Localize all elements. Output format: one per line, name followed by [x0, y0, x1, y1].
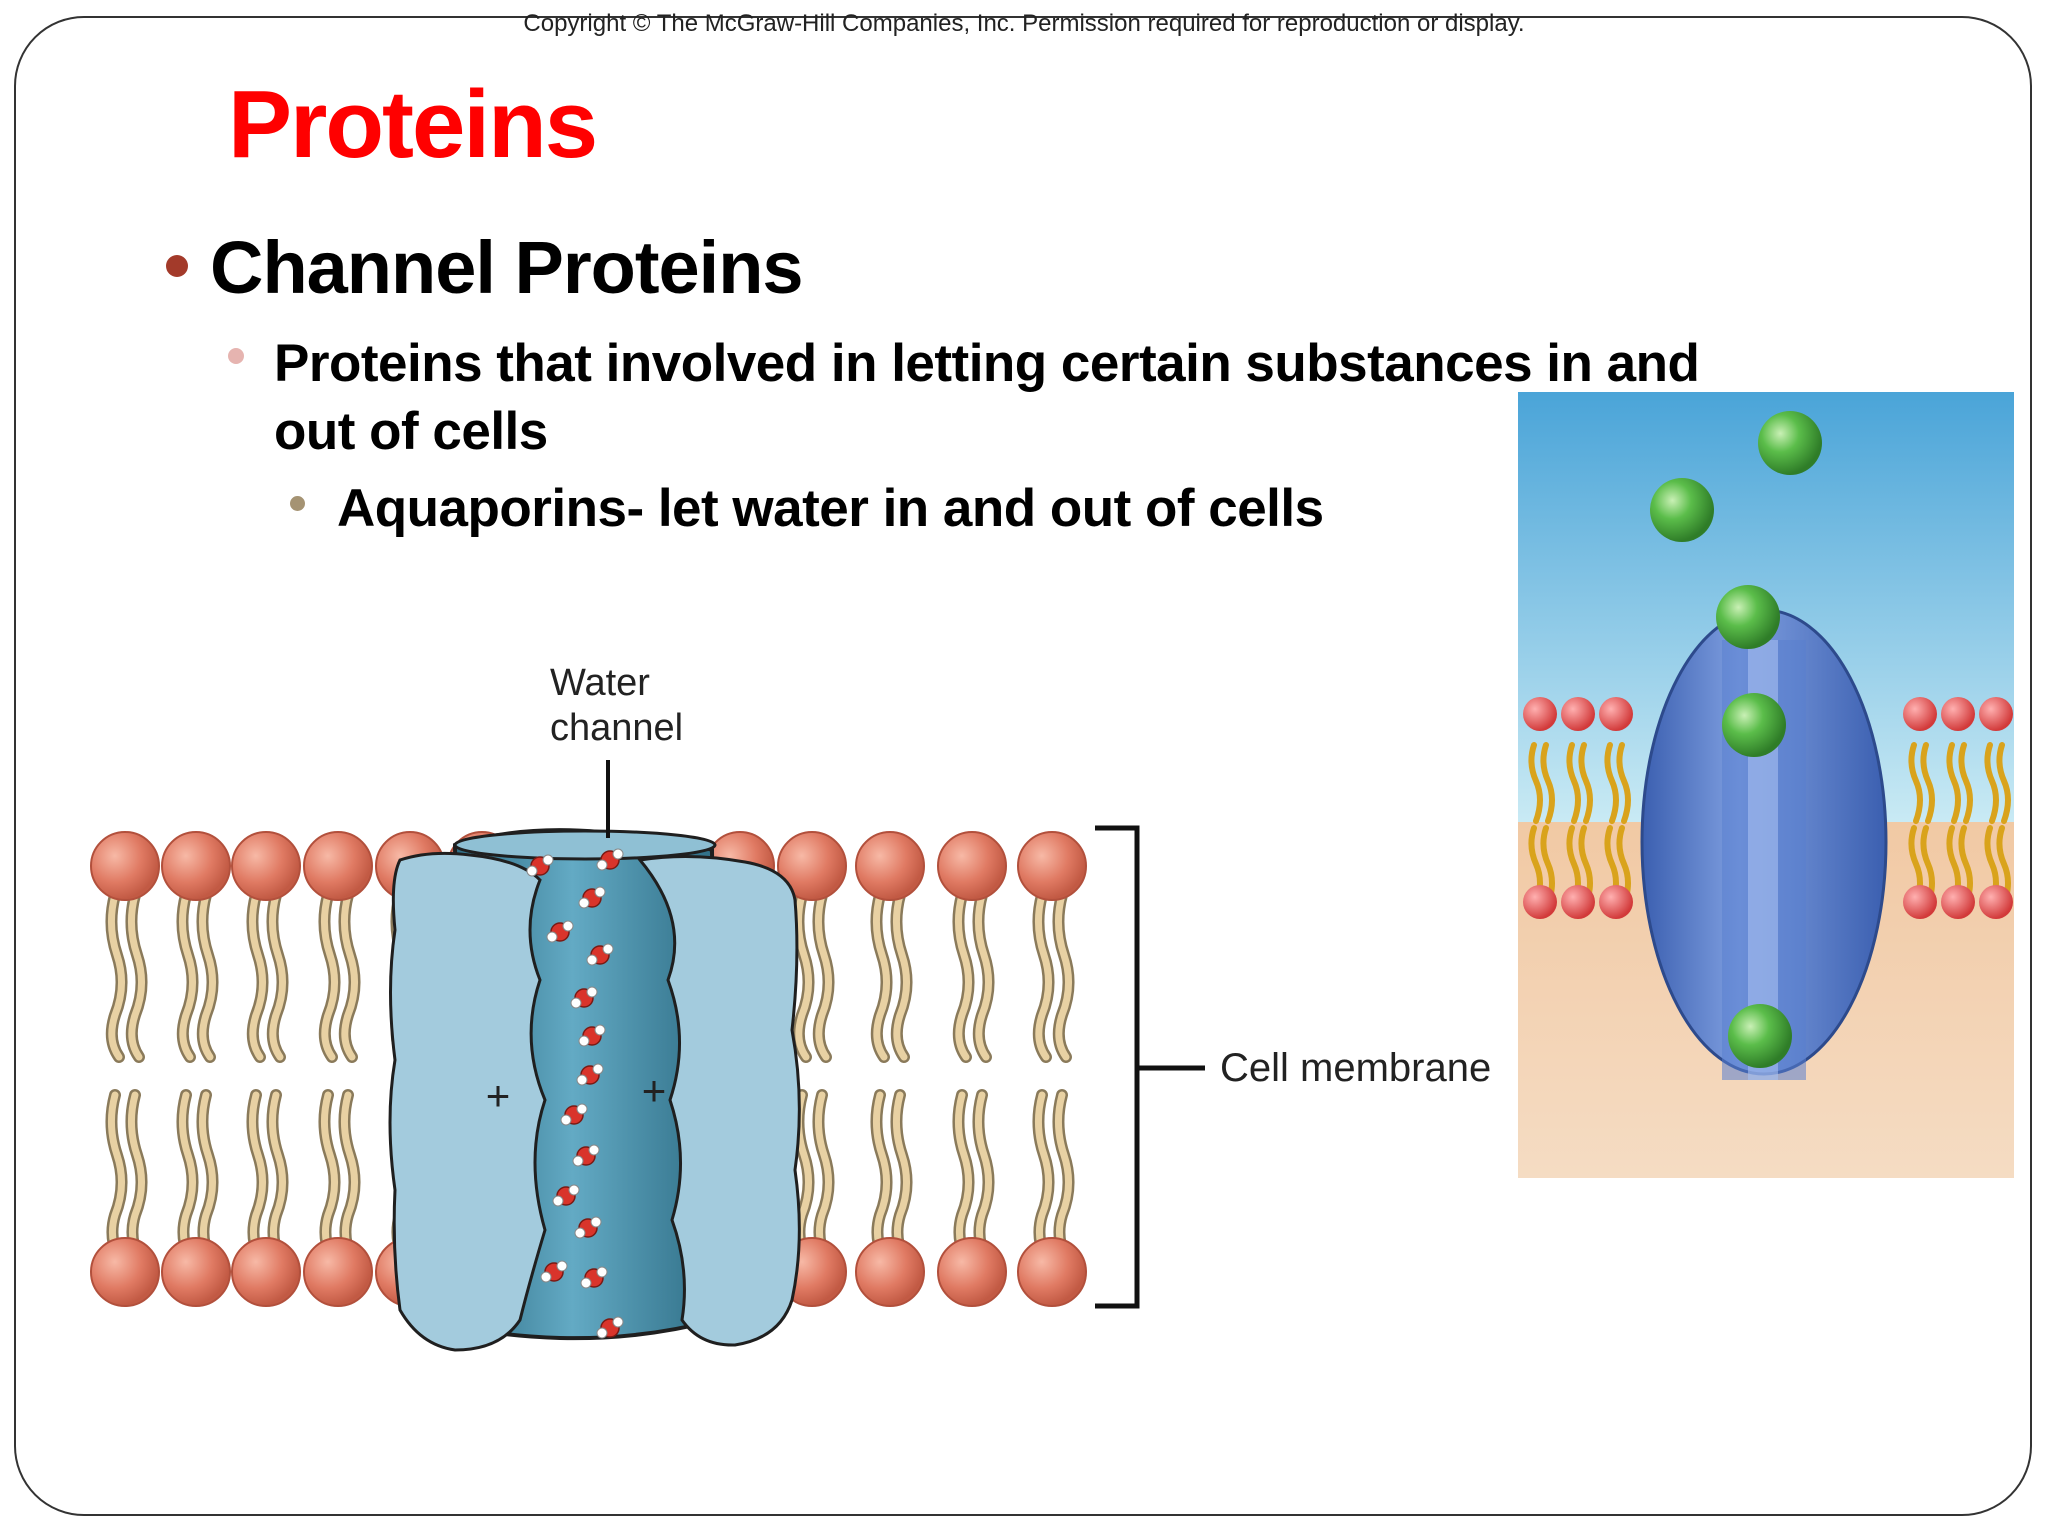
phospholipid-head	[1599, 885, 1633, 919]
phospholipid-head	[1523, 885, 1557, 919]
phospholipid-head	[161, 1237, 231, 1307]
bullet-text-channel-proteins: Channel Proteins	[210, 226, 804, 309]
solute-particle	[1758, 411, 1822, 475]
copyright-notice: Copyright © The McGraw-Hill Companies, I…	[523, 10, 1525, 37]
cell-membrane-label: Cell membrane	[1220, 1046, 1491, 1090]
solute-particle	[1722, 693, 1786, 757]
phospholipid-head	[1941, 885, 1975, 919]
water-molecule	[578, 1024, 606, 1047]
water-molecule	[580, 1266, 608, 1289]
water-molecule	[560, 1103, 588, 1126]
phospholipid-head	[855, 831, 925, 901]
cell-membrane-bracket	[1095, 825, 1205, 1309]
phospholipid-head	[937, 1237, 1007, 1307]
water-molecule	[546, 920, 574, 943]
phospholipid-head	[777, 831, 847, 901]
phospholipid-head	[303, 831, 373, 901]
solute-particle	[1728, 1004, 1792, 1068]
phospholipid-head	[1561, 697, 1595, 731]
phospholipid-head	[1979, 885, 2013, 919]
water-molecule	[570, 986, 598, 1009]
water-molecule	[574, 1216, 602, 1239]
water-channel-label-line1: Water	[550, 662, 650, 704]
solute-particle	[1650, 478, 1714, 542]
phospholipid-head	[1941, 697, 1975, 731]
phospholipid-head	[231, 831, 301, 901]
water-molecule	[596, 848, 624, 871]
bullet-text-definition: Proteins that involved in letting certai…	[274, 334, 1700, 461]
water-molecule	[572, 1144, 600, 1167]
phospholipid-head	[855, 1237, 925, 1307]
phospholipid-head	[303, 1237, 373, 1307]
water-molecule	[596, 1316, 624, 1339]
phospholipid-head	[1561, 885, 1595, 919]
bullet-level-3: Aquaporins- let water in and out of cell…	[290, 478, 1324, 539]
phospholipid-head	[90, 831, 160, 901]
bullet-dot-icon	[166, 255, 188, 277]
phospholipid-head	[1979, 697, 2013, 731]
bullet-dot-icon	[290, 496, 305, 511]
slide-title: Proteins	[228, 71, 598, 178]
phospholipid-head	[937, 831, 1007, 901]
water-molecule	[586, 943, 614, 966]
bullet-level-1: Channel Proteins	[166, 225, 804, 310]
plus-sign-right: +	[642, 1067, 667, 1114]
water-molecule	[576, 1063, 604, 1086]
phospholipid-head	[1903, 697, 1937, 731]
phospholipid-head	[90, 1237, 160, 1307]
water-molecules	[526, 848, 624, 1339]
water-channel-protein	[388, 828, 801, 1352]
bullet-text-aquaporins: Aquaporins- let water in and out of cell…	[337, 479, 1324, 538]
bullet-level-2: Proteins that involved in letting certai…	[228, 330, 1728, 466]
water-molecule	[552, 1184, 580, 1207]
bullet-dot-icon	[228, 348, 244, 364]
phospholipid-head	[1017, 1237, 1087, 1307]
water-molecule	[540, 1260, 568, 1283]
channel-protein-illustration	[1518, 392, 2014, 1178]
phospholipid-head	[1523, 697, 1557, 731]
phospholipid-head	[1903, 885, 1937, 919]
solute-particle	[1716, 585, 1780, 649]
water-channel-label-line2: channel	[550, 707, 683, 749]
phospholipid-head	[161, 831, 231, 901]
phospholipid-head	[231, 1237, 301, 1307]
phospholipid-head	[1599, 697, 1633, 731]
phospholipid-head	[1017, 831, 1087, 901]
water-molecule	[578, 886, 606, 909]
plus-sign-left: +	[486, 1072, 511, 1119]
water-molecule	[526, 854, 554, 877]
